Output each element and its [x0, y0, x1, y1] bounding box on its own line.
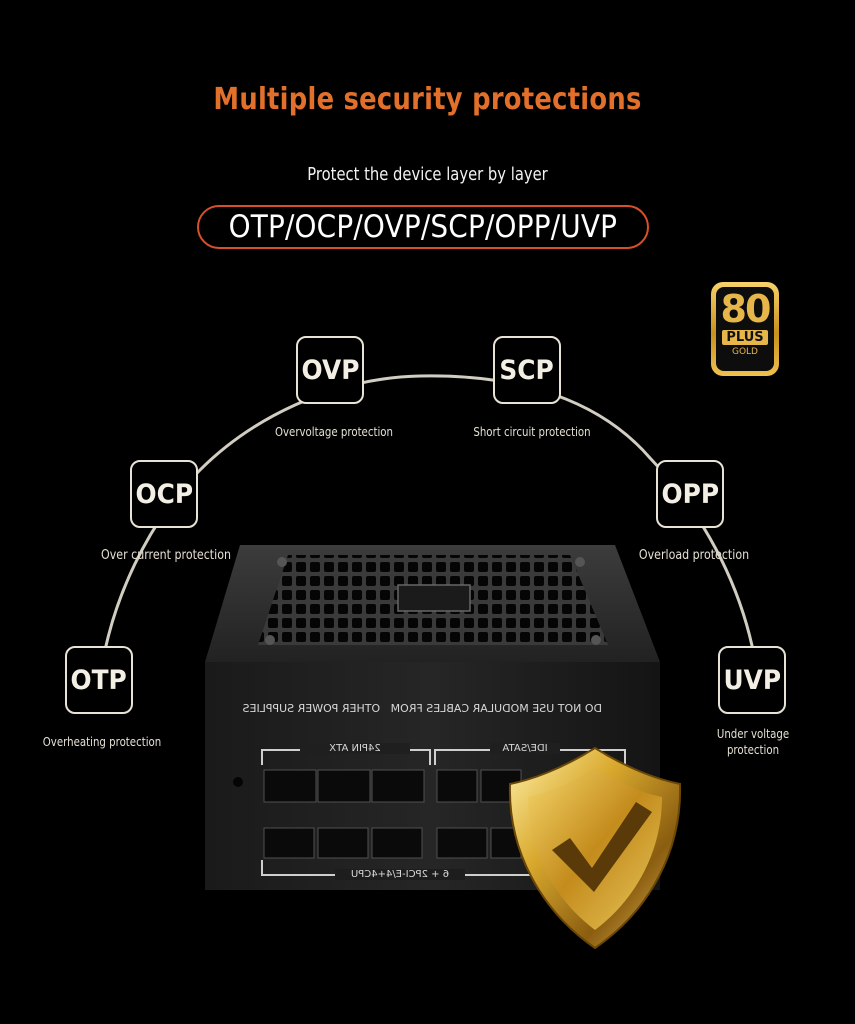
80-plus-gold-badge: 80 PLUS GOLD — [711, 282, 779, 376]
uvp-node: UVP — [718, 646, 786, 714]
psu-warning-text: DO NOT USE MODULAR CABLES FROM OTHER POW… — [242, 702, 602, 715]
scp-node: SCP — [493, 336, 561, 404]
otp-label: OTP — [70, 664, 128, 696]
protections-pill: OTP/OCP/OVP/SCP/OPP/UVP — [197, 205, 649, 249]
badge-inner: 80 PLUS GOLD — [716, 287, 774, 371]
checkmark-icon — [552, 802, 652, 892]
page-subtitle: Protect the device layer by layer — [307, 164, 548, 185]
protections-list: OTP/OCP/OVP/SCP/OPP/UVP — [228, 209, 618, 245]
uvp-caption-line1: Under voltage — [716, 727, 790, 741]
psu-24pin-label: 24PIN ATX — [300, 743, 410, 754]
ovp-node: OVP — [296, 336, 364, 404]
ovp-caption: Overvoltage protection — [274, 425, 393, 439]
ocp-label: OCP — [135, 478, 193, 510]
badge-number: 80 — [720, 287, 772, 331]
opp-label: OPP — [661, 478, 719, 510]
otp-caption: Overheating protection — [42, 735, 162, 749]
ocp-node: OCP — [130, 460, 198, 528]
opp-caption: Overload protection — [638, 548, 750, 563]
ocp-caption: Over current protection — [101, 548, 231, 563]
psu-logo-plate — [397, 584, 471, 612]
scp-caption: Short circuit protection — [473, 425, 591, 439]
psu-pcie-label: 6 + 2PCI-E/4+4CPU — [335, 869, 465, 880]
page-title: Multiple security protections — [213, 82, 642, 117]
uvp-label: UVP — [723, 664, 781, 696]
scp-label: SCP — [499, 354, 555, 386]
psu-ide-label: IDE/SATA — [490, 743, 560, 754]
badge-tier: GOLD — [731, 347, 758, 357]
ovp-label: OVP — [301, 354, 359, 386]
opp-node: OPP — [656, 460, 724, 528]
uvp-caption-line2: protection — [726, 743, 780, 757]
otp-node: OTP — [65, 646, 133, 714]
badge-plus: PLUS — [722, 330, 768, 345]
